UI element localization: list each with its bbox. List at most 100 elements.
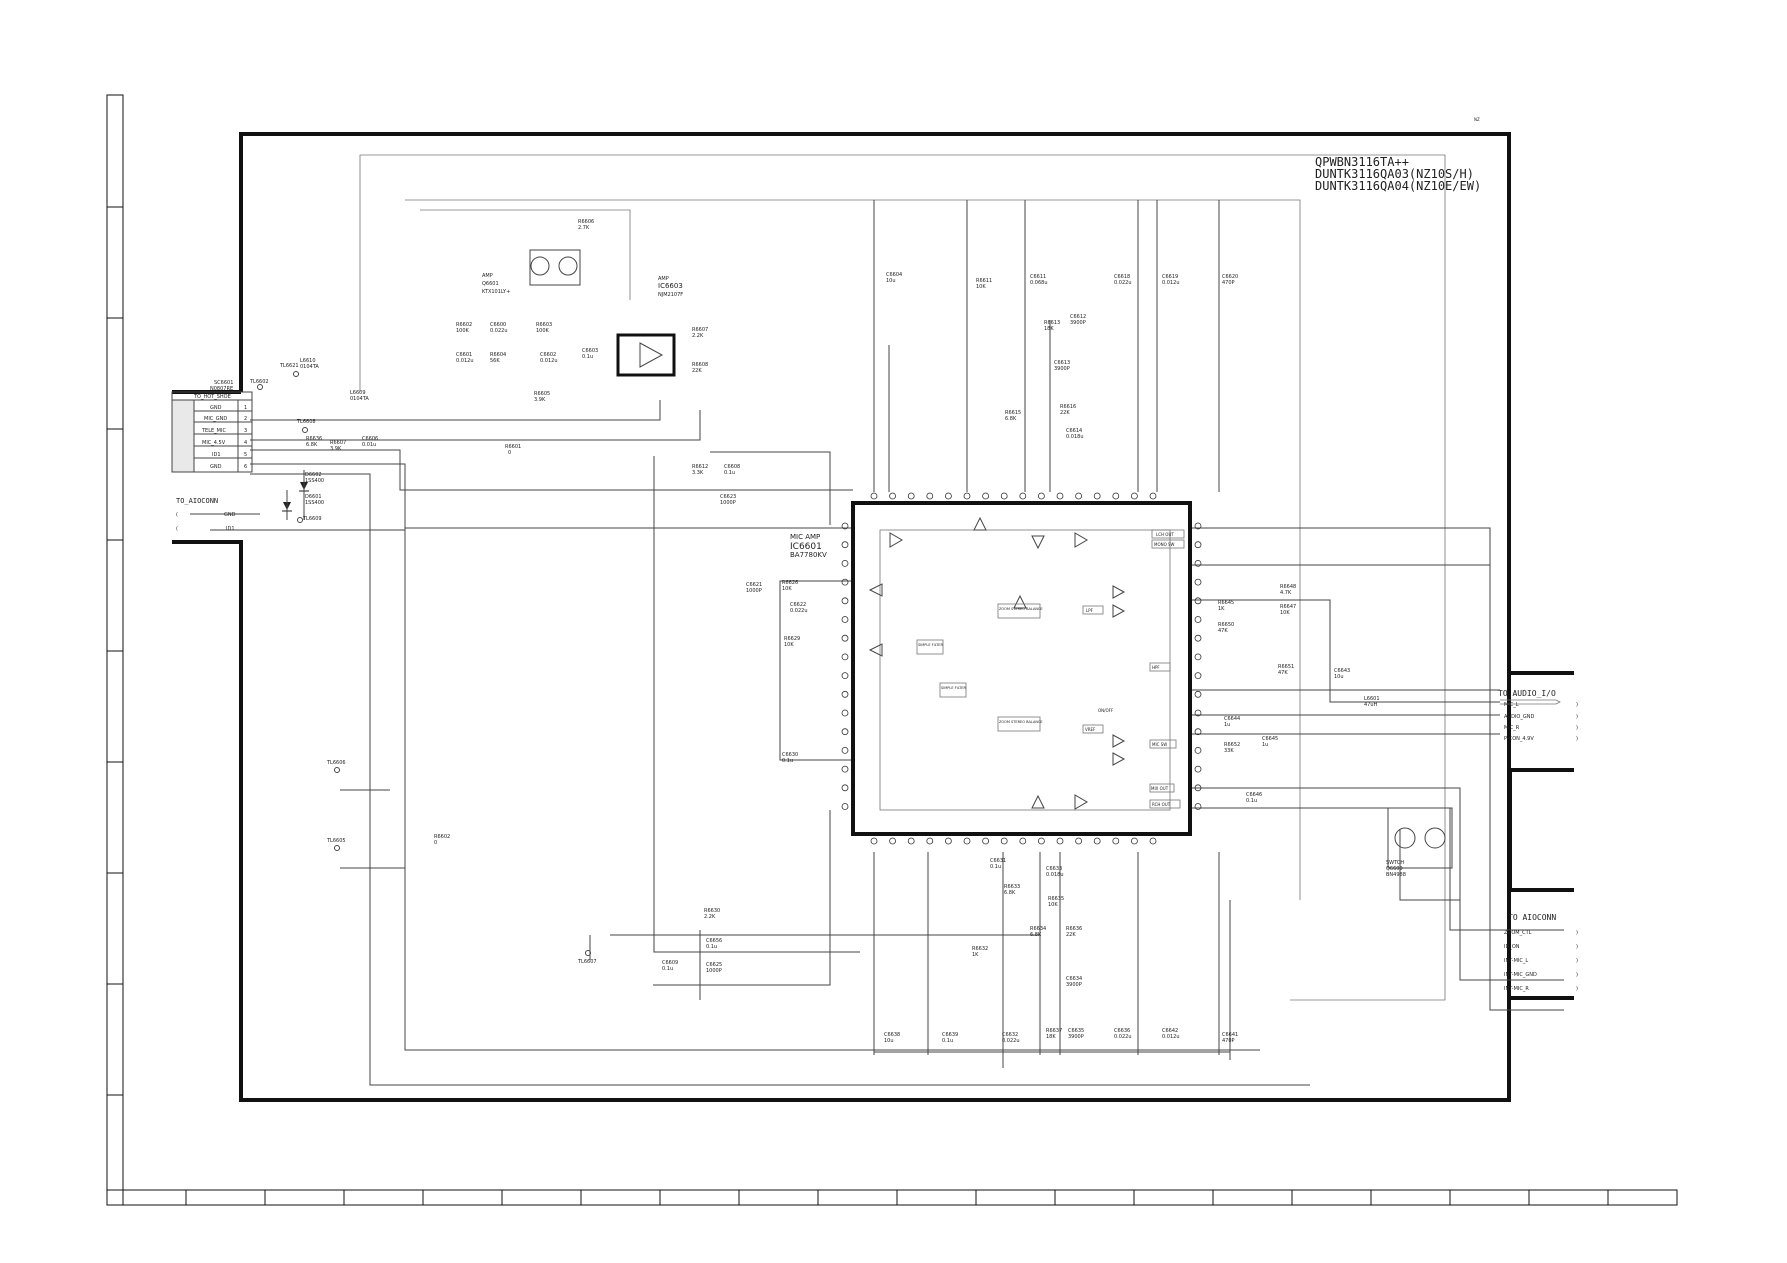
unit-number-2: DUNTK3116QA04(NZ10E/EW)	[1315, 179, 1481, 193]
ic-pin	[841, 803, 849, 810]
block-on-off: ON/OFF	[1098, 708, 1114, 713]
svg-text:C6631: C6631	[990, 858, 1006, 864]
svg-text:0.1u: 0.1u	[724, 470, 735, 476]
testpoint-tl6606: TL6606	[326, 760, 346, 766]
svg-text:22K: 22K	[1066, 932, 1076, 938]
svg-text:C6635: C6635	[1068, 1028, 1084, 1034]
svg-text:1SS400: 1SS400	[305, 478, 324, 484]
svg-text:3.3K: 3.3K	[692, 470, 704, 476]
svg-text:18K: 18K	[1046, 1034, 1056, 1040]
svg-text:C6638: C6638	[884, 1032, 900, 1038]
block-mono-sw: MONO SW	[1154, 542, 1175, 547]
ic-pin	[1194, 672, 1202, 679]
svg-text:0.01u: 0.01u	[362, 442, 376, 448]
ic-pin	[1075, 492, 1082, 500]
ic-pin	[963, 837, 971, 845]
wiring	[190, 154, 1564, 1086]
svg-text:3.9K: 3.9K	[534, 397, 546, 403]
ic-pin	[907, 837, 915, 845]
svg-text:R6629: R6629	[784, 636, 800, 642]
svg-text:R6612: R6612	[692, 464, 708, 470]
connector-audio-io: TO AUDIO_I/O MIC_L ) AUDIO_GND ) MIC_R )…	[1498, 689, 1578, 742]
sub-label-gnd: GND	[224, 512, 236, 518]
q6601-title: AMP	[482, 273, 493, 279]
ic-pin	[1131, 492, 1138, 500]
sc6601-pin6-name: GND	[210, 464, 222, 470]
svg-text:3900P: 3900P	[1066, 982, 1082, 988]
ic-pin	[841, 747, 849, 754]
ic-pin	[841, 634, 849, 642]
svg-text:1000P: 1000P	[706, 968, 722, 974]
svg-text:C6620: C6620	[1222, 274, 1238, 280]
ic-pin	[841, 709, 849, 717]
svg-text:R6645: R6645	[1218, 600, 1234, 606]
svg-text:C6645: C6645	[1262, 736, 1278, 742]
block-lpf: LPF	[1086, 608, 1094, 613]
svg-text:0.022u: 0.022u	[490, 328, 507, 334]
pwb-number: QPWBN3116TA++	[1315, 155, 1409, 169]
svg-text:0.1u: 0.1u	[582, 354, 593, 360]
svg-text:56K: 56K	[490, 358, 500, 364]
svg-text:10K: 10K	[1048, 902, 1058, 908]
svg-text:C6643: C6643	[1334, 668, 1350, 674]
sc6601-ref: SC6601	[214, 380, 233, 386]
svg-text:1000P: 1000P	[746, 588, 762, 594]
ic-pin	[1194, 522, 1202, 530]
svg-text:6.8K: 6.8K	[1005, 416, 1017, 422]
aioconn-title: TO AIOCONN	[1508, 913, 1556, 922]
svg-text:0.022u: 0.022u	[1114, 1034, 1131, 1040]
ic-pin	[1000, 837, 1008, 845]
ic-pin	[1194, 728, 1202, 736]
svg-text:R6602: R6602	[456, 322, 472, 328]
svg-text:R6613: R6613	[1044, 320, 1060, 326]
svg-text:): )	[1576, 958, 1578, 964]
svg-text:1u: 1u	[1224, 722, 1230, 728]
block-zoom-balance-1: ZOOM STEREO BALANCE	[999, 607, 1043, 611]
svg-text:R6602: R6602	[434, 834, 450, 840]
ic-pin	[841, 672, 849, 679]
svg-text:0.1u: 0.1u	[782, 758, 793, 764]
svg-text:D6602: D6602	[305, 472, 322, 478]
ic6603-opamp: AMP IC6603 NJM2107F	[616, 276, 683, 377]
block-hpf: HPF	[1152, 665, 1160, 670]
svg-text:47K: 47K	[1218, 628, 1228, 634]
svg-text:R6615: R6615	[1005, 410, 1021, 416]
ic-pin	[1112, 837, 1120, 845]
ic6603-title: AMP	[658, 276, 669, 282]
ic-pin	[926, 837, 934, 845]
q6601-ref: Q6601	[482, 281, 499, 287]
svg-text:100K: 100K	[536, 328, 550, 334]
audio-io-title: TO AUDIO_I/O	[1498, 689, 1556, 698]
audio-io-signal-4: P-CON_4.9V	[1504, 736, 1534, 742]
svg-text:0.012u: 0.012u	[1162, 1034, 1179, 1040]
block-vref: VREF	[1085, 727, 1096, 732]
svg-text:0.1u: 0.1u	[1246, 798, 1257, 804]
svg-text:C6609: C6609	[662, 960, 678, 966]
testpoint-tl6605: TL6605	[326, 838, 346, 844]
connector-aioconn: TO AIOCONN ZOOM_CTL ) ID_ON ) INT-MIC_L …	[1504, 913, 1578, 992]
svg-text:C6613: C6613	[1054, 360, 1070, 366]
svg-text:10K: 10K	[784, 642, 794, 648]
